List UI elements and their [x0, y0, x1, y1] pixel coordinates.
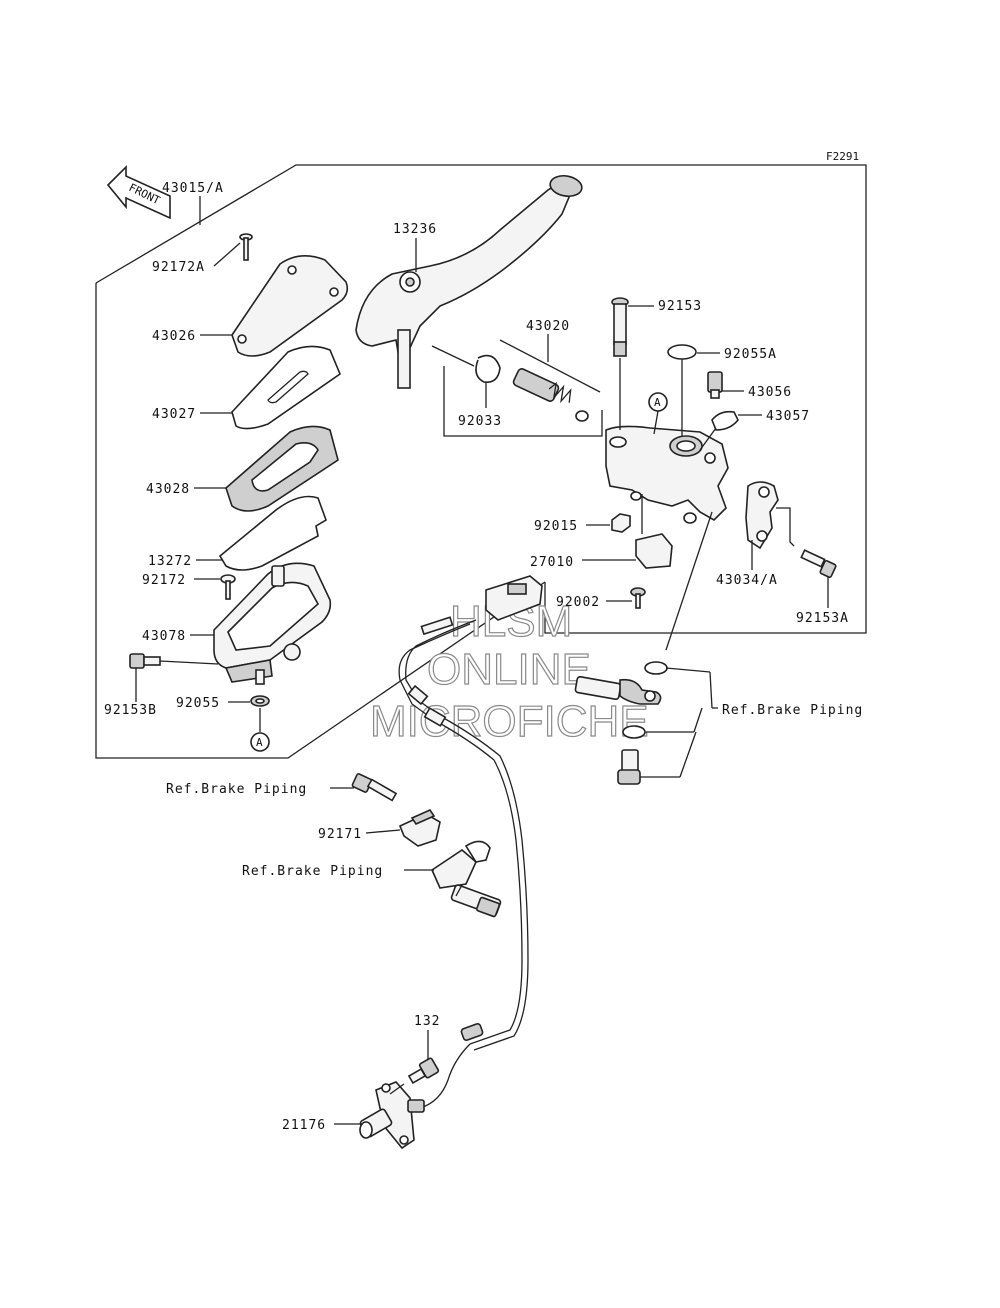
screw-92002	[630, 587, 646, 609]
assembly-boundary-left	[95, 283, 546, 759]
washer-lower	[622, 725, 646, 739]
nut-92015	[611, 513, 631, 533]
callout-13272: 13272	[148, 554, 192, 569]
diaphragm-plate	[231, 345, 341, 430]
callout-43078: 43078	[142, 629, 186, 644]
clamp-43034A	[745, 481, 779, 550]
callout-92172: 92172	[142, 573, 186, 588]
callout-27010: 27010	[530, 555, 574, 570]
callout-92033: 92033	[458, 414, 502, 429]
watermark: HLSM ONLINE MICROFICHE	[369, 596, 649, 746]
svg-text:A: A	[654, 396, 661, 409]
connector-housing	[485, 575, 543, 621]
callout-43057: 43057	[766, 409, 810, 424]
callout-ref-piping-left1: Ref.Brake Piping	[166, 782, 307, 797]
banjo-bolt	[617, 749, 641, 785]
screw-92172	[220, 574, 236, 600]
piston-assembly	[512, 368, 589, 422]
callout-43034A: 43034/A	[716, 573, 778, 588]
piping-bolt	[351, 773, 398, 802]
callout-92055: 92055	[176, 696, 220, 711]
washer-upper	[644, 661, 668, 675]
bolt-132	[407, 1057, 440, 1085]
callout-43028: 43028	[146, 482, 190, 497]
front-arrow-icon: FRONT	[106, 165, 171, 220]
screw-92172A	[239, 233, 253, 261]
callout-92002: 92002	[556, 595, 600, 610]
callout-13236: 13236	[393, 222, 437, 237]
callout-43020: 43020	[526, 319, 570, 334]
callout-92055A: 92055A	[724, 347, 777, 362]
marker-a-upper: A	[648, 392, 668, 435]
switch-cable	[398, 623, 523, 1045]
callout-132: 132	[414, 1014, 440, 1029]
callout-92153: 92153	[658, 299, 702, 314]
bleeder-cap-43057	[711, 410, 739, 431]
callout-ref-piping-left2: Ref.Brake Piping	[242, 864, 383, 879]
svg-text:A: A	[256, 736, 263, 749]
switch-27010	[635, 533, 673, 569]
callout-43027: 43027	[152, 407, 196, 422]
banjo-fitting	[574, 675, 662, 705]
plate-13272	[218, 495, 327, 571]
callout-92172A: 92172A	[152, 260, 205, 275]
figure-code: F2291	[826, 150, 859, 163]
callout-ref-piping-right: Ref.Brake Piping	[722, 703, 863, 718]
bracket-92171	[398, 808, 441, 847]
callout-92153B: 92153B	[104, 703, 157, 718]
piping-fitting	[430, 840, 502, 918]
callout-43026: 43026	[152, 329, 196, 344]
oring-92055A	[667, 344, 697, 360]
callout-92153A: 92153A	[796, 611, 849, 626]
piston-kit-bracket	[443, 366, 603, 437]
assembly-boundary	[95, 164, 867, 634]
bolt-92153B	[129, 653, 161, 669]
callout-92171: 92171	[318, 827, 362, 842]
bolt-92153A	[800, 549, 837, 579]
callout-92015: 92015	[534, 519, 578, 534]
svg-text:ONLINE: ONLINE	[427, 645, 591, 694]
reservoir-cap	[231, 255, 349, 357]
svg-text:MICROFICHE: MICROFICHE	[370, 697, 649, 746]
circlip-92033	[475, 354, 501, 384]
bleeder-43056	[707, 371, 723, 399]
pressure-switch-21176	[359, 1081, 425, 1150]
callout-43015A: 43015/A	[162, 181, 224, 196]
callout-21176: 21176	[282, 1118, 326, 1133]
callout-43056: 43056	[748, 385, 792, 400]
marker-a-lower: A	[250, 708, 270, 752]
bolt-92153	[611, 297, 629, 357]
